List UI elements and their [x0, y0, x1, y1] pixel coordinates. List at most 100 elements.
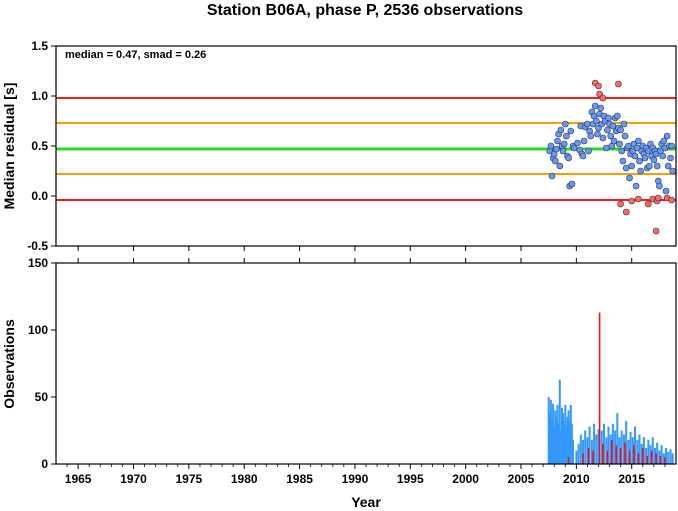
observation-bar: [563, 423, 566, 464]
residual-point: [574, 139, 581, 147]
residual-point: [637, 167, 644, 175]
outlier-point: [635, 195, 642, 203]
observation-bar: [638, 434, 641, 464]
residual-point: [662, 187, 670, 195]
observation-bar-secondary: [659, 456, 662, 464]
observation-bar-secondary: [664, 457, 666, 464]
observation-bar: [654, 447, 656, 464]
x-tick-label: 1995: [397, 472, 424, 486]
residual-point: [619, 157, 627, 165]
residual-point: [669, 167, 677, 175]
outlier-point: [615, 80, 622, 88]
observation-bar: [649, 445, 652, 464]
residual-point: [559, 147, 567, 155]
observation-bar: [565, 426, 568, 464]
observation-bar: [607, 426, 610, 464]
residual-point: [568, 180, 576, 188]
y-tick-label: 0.0: [31, 189, 48, 203]
residual-point: [656, 182, 663, 190]
observations-panel-frame: [55, 262, 677, 465]
residual-point: [616, 140, 623, 148]
residual-point: [563, 132, 570, 140]
observation-bar: [618, 437, 621, 464]
observation-bar-secondary: [646, 456, 648, 464]
residual-point: [604, 126, 611, 134]
observation-bar: [620, 430, 623, 464]
observation-bar: [609, 434, 612, 464]
residual-point: [584, 120, 591, 128]
x-axis-title: Year: [351, 494, 381, 510]
observation-bar: [575, 450, 578, 464]
residual-point: [548, 172, 556, 180]
observation-bar: [559, 430, 562, 464]
outlier-point: [595, 82, 602, 90]
x-tick-label: 1965: [65, 472, 92, 486]
observation-bar: [611, 423, 614, 464]
residual-y-axis-title: Median residual [s]: [1, 83, 17, 210]
x-tick-label: 1975: [176, 472, 203, 486]
observation-bar-secondary: [628, 450, 631, 464]
observation-bar: [561, 407, 563, 464]
observation-bar-secondary: [615, 445, 617, 464]
outlier-point: [654, 194, 662, 202]
observation-bar-secondary: [592, 450, 594, 464]
observation-bar-secondary: [633, 445, 635, 464]
observation-bar-secondary: [606, 450, 609, 464]
observation-bar: [579, 434, 582, 464]
observation-bar-secondary: [598, 312, 601, 464]
observation-bar-secondary: [650, 450, 653, 464]
observation-bar-secondary: [637, 453, 640, 464]
observation-bars: [547, 312, 674, 464]
residual-point: [635, 137, 642, 145]
observation-bar: [671, 453, 674, 464]
observation-bar: [667, 451, 670, 464]
residual-point: [632, 182, 640, 190]
y-tick-label: 150: [28, 256, 48, 270]
x-tick-label: 2005: [508, 472, 535, 486]
observation-bar: [603, 423, 605, 464]
reference-lines: [56, 97, 676, 201]
residual-point: [567, 127, 575, 135]
outlier-point: [617, 200, 624, 208]
residual-point: [592, 117, 600, 125]
outlier-point: [668, 196, 675, 204]
y-tick-label: 1.5: [31, 39, 48, 53]
observation-bar-secondary: [602, 443, 604, 464]
observation-bar: [552, 403, 555, 464]
residual-point: [636, 157, 643, 165]
outlier-point: [628, 197, 636, 205]
residual-point: [547, 142, 555, 150]
residual-point: [626, 174, 633, 182]
y-tick-label: 0.5: [31, 139, 48, 153]
chart-title: Station B06A, phase P, 2536 observations: [207, 2, 523, 19]
observation-bar: [570, 423, 573, 464]
observation-bar: [584, 430, 587, 464]
median-annotation: median = 0.47, smad = 0.26: [65, 49, 206, 61]
residual-point: [605, 114, 612, 122]
observation-bar: [597, 429, 600, 464]
outlier-point: [599, 94, 607, 102]
outlier-point: [652, 227, 660, 235]
observation-bar: [600, 430, 603, 464]
observation-bar: [658, 450, 661, 464]
observation-bar: [614, 430, 617, 464]
residual-point: [560, 140, 568, 148]
observation-bar: [616, 413, 619, 464]
observation-bar: [642, 437, 645, 464]
residual-point: [579, 152, 587, 160]
residual-point: [628, 162, 636, 170]
residual-point: [664, 162, 672, 170]
y-tick-label: 50: [35, 390, 49, 404]
observation-bar: [549, 399, 552, 464]
x-tick-label: 1970: [120, 472, 147, 486]
observation-bar: [662, 453, 665, 464]
observation-bar: [558, 379, 561, 464]
observation-bar: [625, 421, 628, 464]
observation-bar: [645, 447, 648, 464]
residual-point: [613, 112, 621, 120]
y-tick-label: 0: [41, 457, 48, 471]
residual-point: [585, 147, 592, 155]
residual-point: [663, 132, 671, 140]
residual-point: [594, 130, 601, 138]
